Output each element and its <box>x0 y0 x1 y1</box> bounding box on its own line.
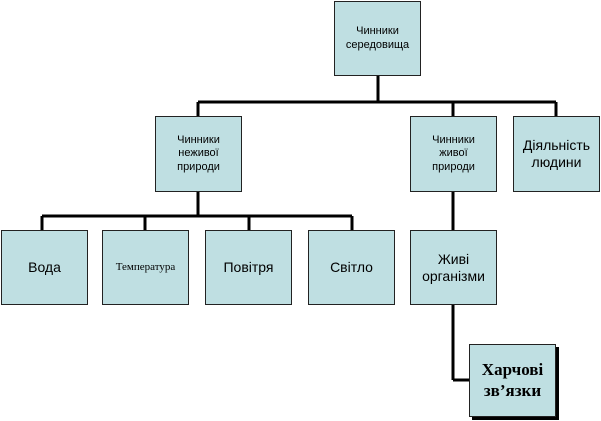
node-nonliving: Чинники неживої природи <box>155 116 242 192</box>
node-air: Повітря <box>205 230 292 305</box>
node-organisms: Живі організми <box>410 230 497 305</box>
node-living-label: Чинники живої природи <box>432 134 475 173</box>
node-food-links-label: Харчові зв’язки <box>481 360 544 400</box>
node-air-label: Повітря <box>223 259 274 276</box>
node-temperature: Температура <box>102 230 189 305</box>
node-temperature-label: Температура <box>115 260 176 273</box>
node-light-label: Світло <box>330 259 373 276</box>
node-root: Чинники середовища <box>334 1 421 76</box>
node-water: Вода <box>1 230 88 305</box>
node-living: Чинники живої природи <box>410 116 497 192</box>
node-food-links: Харчові зв’язки <box>469 344 556 417</box>
node-human-label: Діяльність людини <box>522 137 591 170</box>
node-water-label: Вода <box>28 259 61 276</box>
node-root-label: Чинники середовища <box>345 25 410 51</box>
node-human: Діяльність людини <box>513 116 600 192</box>
node-nonliving-label: Чинники неживої природи <box>177 134 220 173</box>
node-light: Світло <box>308 230 395 305</box>
node-organisms-label: Живі організми <box>422 250 485 284</box>
